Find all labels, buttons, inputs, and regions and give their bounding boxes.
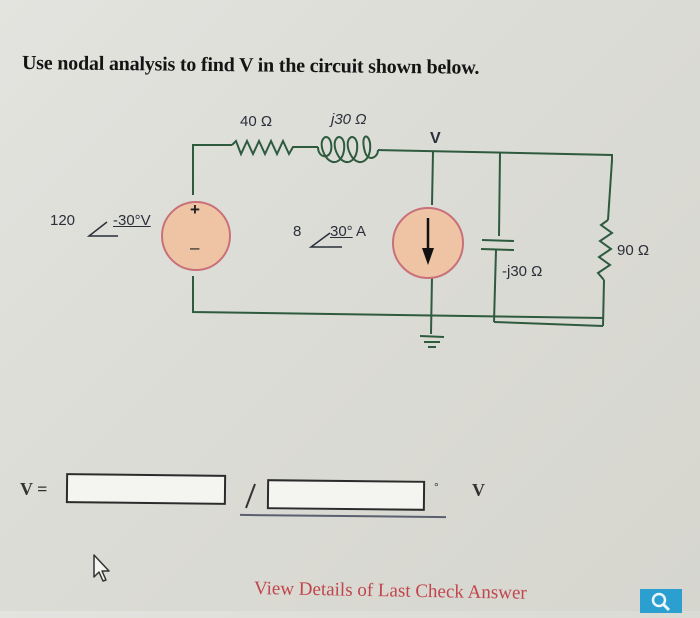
wire-node-down <box>431 151 434 206</box>
current-source-magnitude: 8 <box>293 223 302 240</box>
degree-symbol: ° <box>434 480 439 494</box>
answer-variable-label: V = <box>20 479 48 499</box>
mouse-cursor-icon <box>93 554 110 582</box>
plus-sign: + <box>190 200 200 219</box>
ground-icon <box>419 335 445 348</box>
wire-bottom <box>192 276 605 319</box>
resistor-90-label: 90 Ω <box>617 242 650 259</box>
resistor-90-symbol <box>596 219 614 281</box>
angle-icon <box>245 483 256 509</box>
cs-angle-symbol <box>308 232 342 248</box>
minus-sign: – <box>190 238 200 257</box>
voltage-source-magnitude: 120 <box>50 212 76 229</box>
angle-underline <box>239 513 447 519</box>
wire-cap-top <box>498 152 501 237</box>
voltage-source-angle: -30°V <box>113 212 151 229</box>
capacitor-plate-top <box>481 239 515 242</box>
voltage-source-circle <box>161 201 231 271</box>
magnifier-icon <box>651 592 671 612</box>
inductor-label: j30 Ω <box>331 111 367 128</box>
answer-row: V = ° V <box>20 470 500 530</box>
current-arrow-down-icon <box>422 218 434 265</box>
search-button[interactable] <box>640 589 682 613</box>
capacitor-label: -j30 Ω <box>502 263 543 280</box>
capacitor-plate-bottom <box>480 248 515 251</box>
wire-left <box>192 144 232 195</box>
resistor-40-symbol <box>231 138 318 157</box>
wire-ground <box>430 275 433 335</box>
resistor-40-label: 40 Ω <box>240 113 273 130</box>
magnitude-input[interactable] <box>65 473 227 505</box>
current-source-angle: 30° A <box>330 223 367 240</box>
unit-label: V <box>472 480 485 500</box>
node-v-label: V <box>430 130 441 147</box>
angle-input[interactable] <box>266 479 426 511</box>
inductor-j30-symbol <box>317 135 379 163</box>
wire-cap-bottom <box>493 249 497 323</box>
vs-angle-symbol <box>86 221 118 237</box>
wire-top-right <box>377 149 613 162</box>
